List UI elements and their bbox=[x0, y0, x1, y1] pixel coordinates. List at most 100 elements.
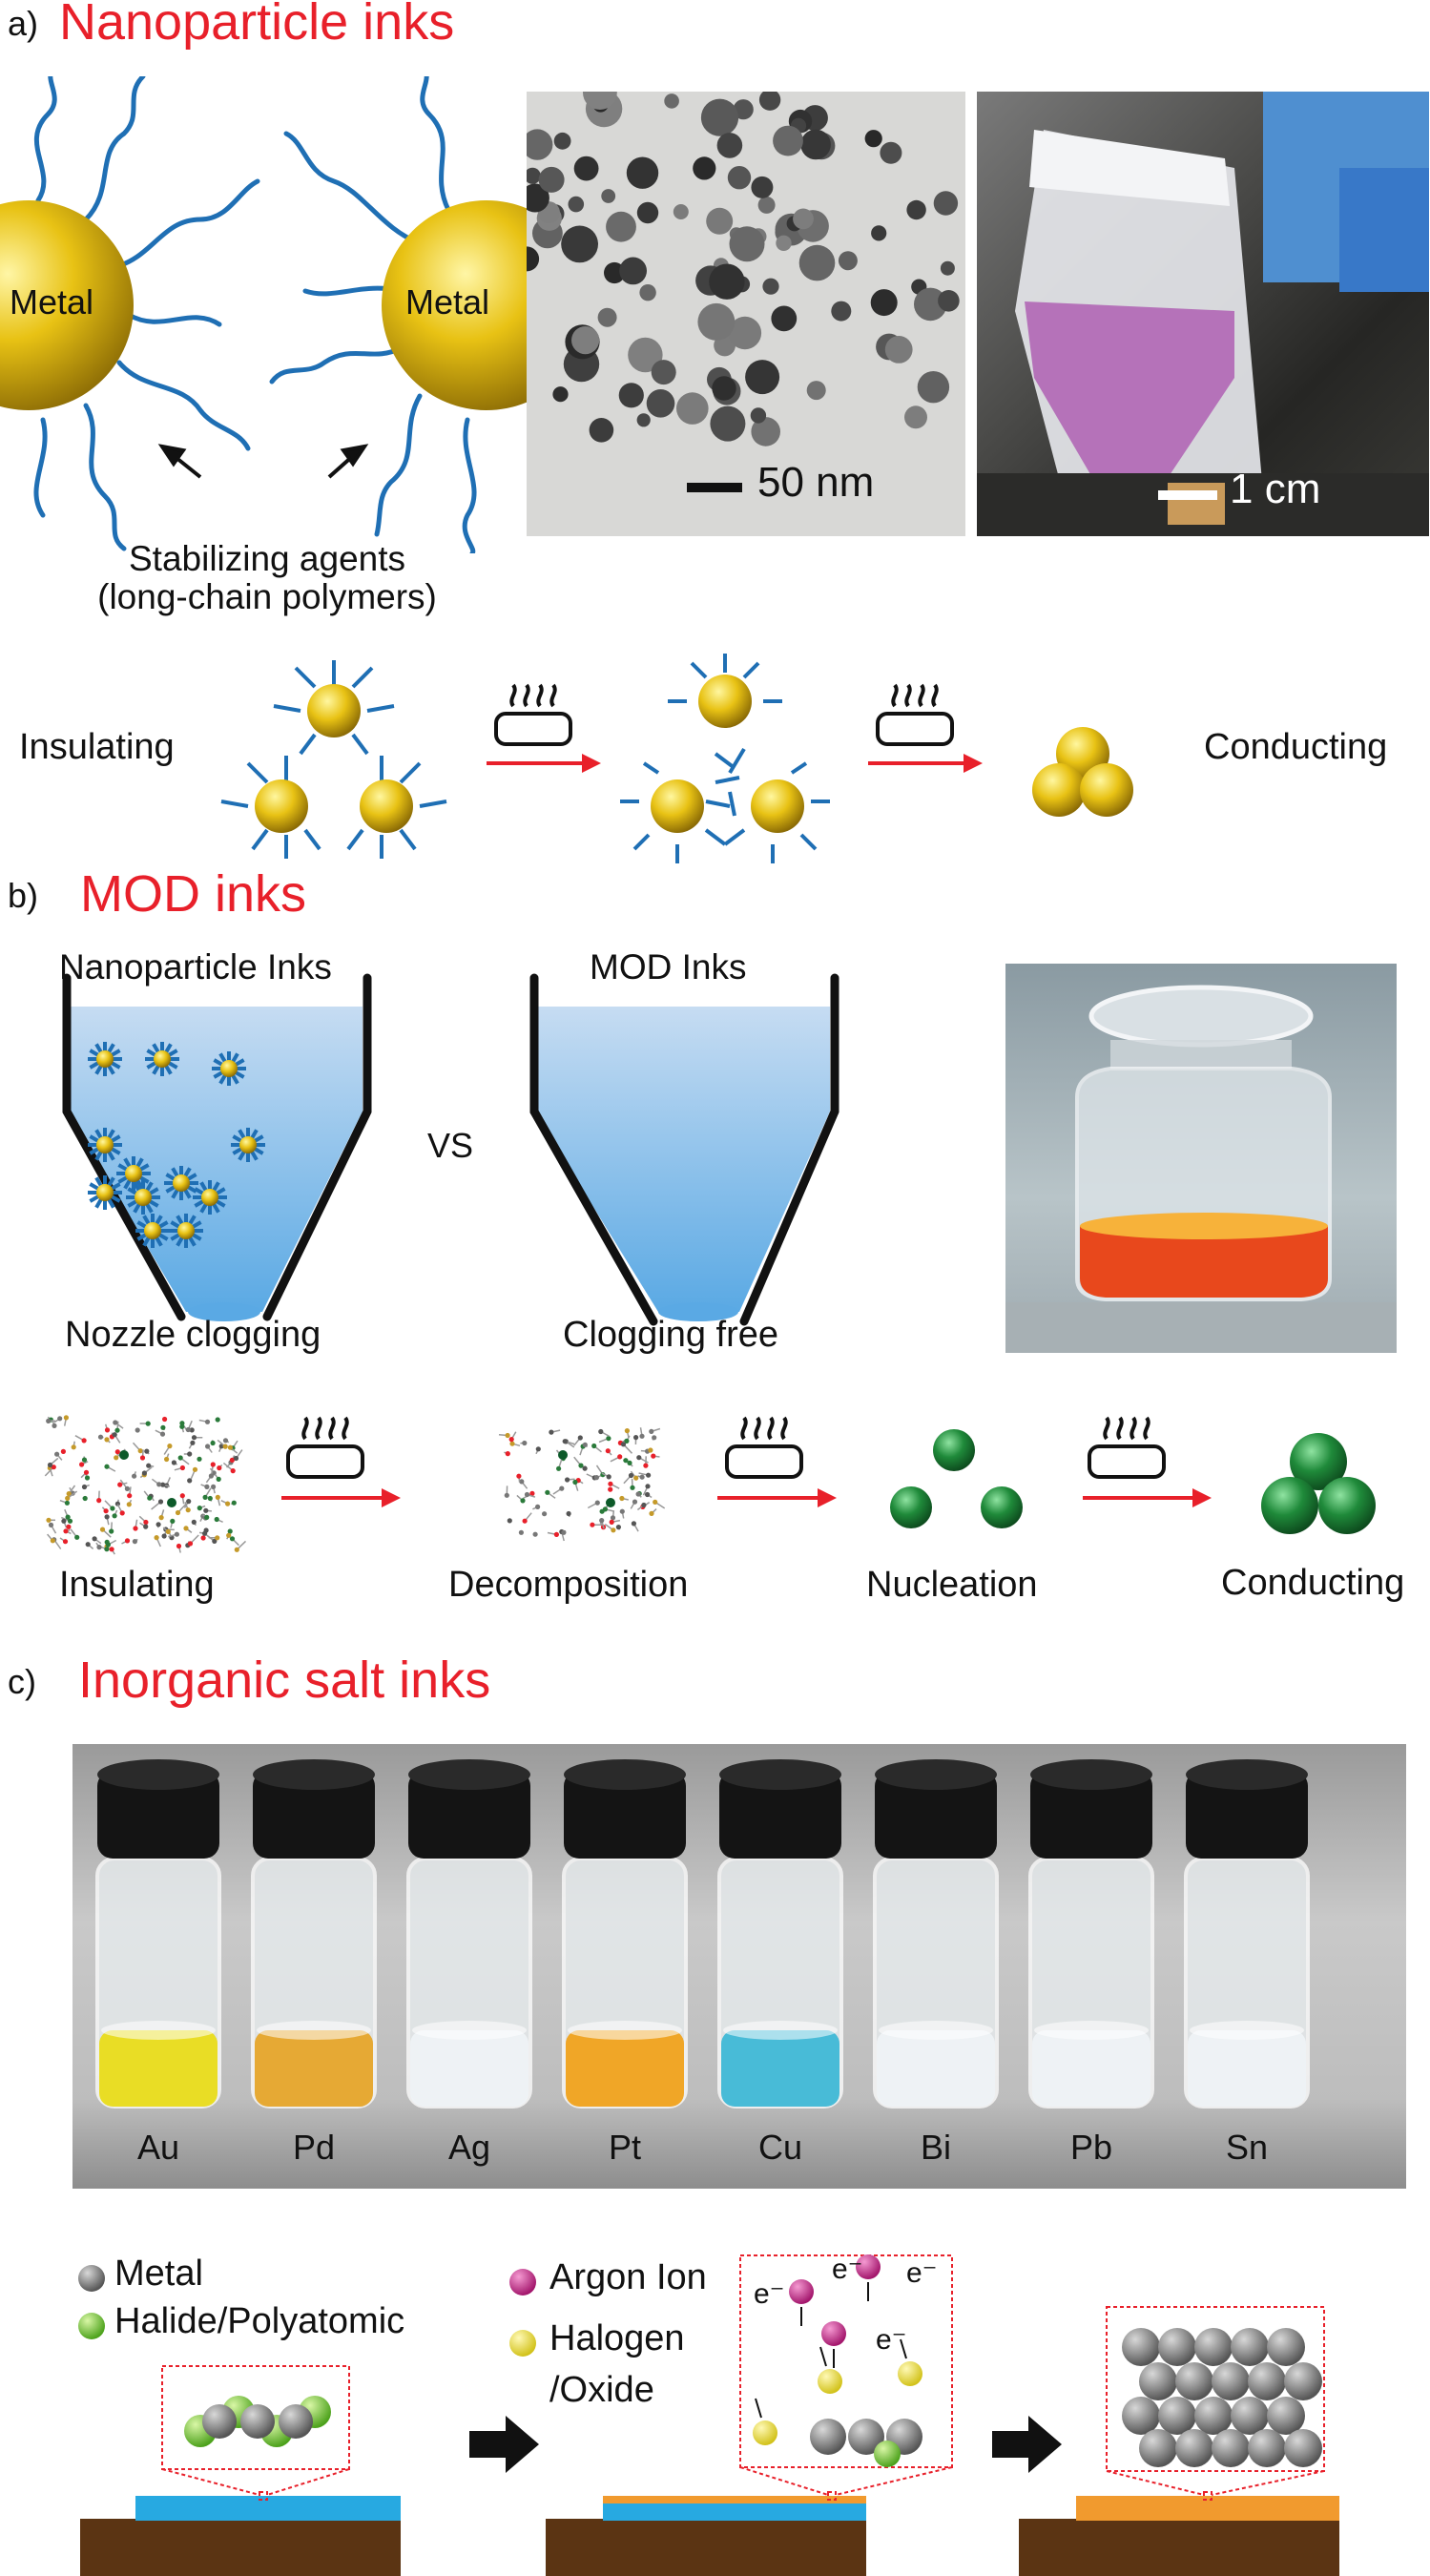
metal-atom bbox=[1175, 2429, 1213, 2467]
atom bbox=[50, 1538, 55, 1544]
atom bbox=[504, 1492, 509, 1498]
tem-particle bbox=[568, 196, 585, 213]
atom bbox=[639, 1474, 645, 1480]
atom bbox=[187, 1541, 194, 1547]
atom bbox=[147, 1495, 153, 1501]
atom bbox=[67, 1518, 73, 1524]
panel-c-letter: c) bbox=[8, 1662, 36, 1701]
atom bbox=[54, 1451, 60, 1457]
tem-particle bbox=[751, 417, 780, 447]
stabilizer-label-line1: Stabilizing agents bbox=[128, 539, 406, 578]
atom bbox=[598, 1428, 604, 1435]
atom bbox=[179, 1465, 185, 1471]
atom bbox=[197, 1456, 202, 1462]
panel-b-title: MOD inks bbox=[80, 865, 307, 923]
tem-particle bbox=[709, 263, 745, 300]
atom bbox=[559, 1485, 565, 1491]
atom bbox=[214, 1516, 219, 1523]
tem-particle bbox=[706, 207, 734, 235]
atom bbox=[645, 1491, 651, 1498]
argon-ion bbox=[856, 2254, 881, 2279]
metal-atom bbox=[1248, 2362, 1286, 2400]
atom bbox=[230, 1468, 236, 1474]
tem-image: 50 nm bbox=[527, 92, 965, 536]
atom bbox=[124, 1485, 130, 1491]
metal-center bbox=[606, 1498, 615, 1507]
tem-particle bbox=[716, 133, 743, 158]
tem-particle bbox=[618, 383, 644, 408]
photo-scale-label: 1 cm bbox=[1230, 466, 1321, 512]
tem-particle bbox=[561, 225, 598, 263]
metal-atom bbox=[1122, 2328, 1160, 2366]
atom bbox=[155, 1522, 161, 1527]
atom bbox=[192, 1466, 198, 1472]
atom bbox=[71, 1444, 76, 1450]
nanoparticle bbox=[154, 1050, 171, 1068]
vial-cap-top bbox=[253, 1759, 375, 1790]
tem-particle bbox=[880, 141, 902, 164]
metal-atom bbox=[1267, 2328, 1305, 2366]
atom bbox=[508, 1437, 514, 1443]
right-funnel-caption: Clogging free bbox=[563, 1315, 779, 1355]
panel-a-title: Nanoparticle inks bbox=[59, 0, 455, 51]
atom bbox=[591, 1443, 597, 1449]
halogen-atom bbox=[818, 2369, 842, 2394]
atom bbox=[522, 1518, 528, 1524]
atom bbox=[81, 1484, 88, 1490]
atom bbox=[104, 1427, 111, 1433]
stage1-halide-chain bbox=[184, 2396, 331, 2447]
atom bbox=[532, 1531, 538, 1537]
vial-liquid bbox=[721, 2030, 839, 2107]
atom bbox=[524, 1491, 530, 1498]
metal-atom bbox=[1194, 2328, 1233, 2366]
atom bbox=[215, 1494, 220, 1500]
liquid-meniscus bbox=[1190, 2021, 1304, 2040]
atom bbox=[84, 1475, 91, 1481]
tem-scale-label: 50 nm bbox=[757, 459, 875, 506]
vial bbox=[251, 1759, 377, 2109]
atom bbox=[164, 1456, 170, 1463]
atom bbox=[652, 1435, 657, 1441]
atom bbox=[229, 1457, 235, 1463]
panel-a-flow-diagram bbox=[220, 654, 1133, 863]
tem-particle bbox=[626, 156, 659, 189]
atom bbox=[104, 1464, 110, 1469]
atom bbox=[202, 1494, 208, 1500]
tem-particle bbox=[831, 301, 852, 322]
atom bbox=[545, 1489, 550, 1495]
stage2-plasma-bombardment: e⁻e⁻e⁻e⁻ bbox=[753, 2254, 938, 2467]
tem-particle bbox=[553, 132, 571, 150]
clustered-nanoparticles bbox=[88, 1042, 265, 1248]
tem-particle bbox=[906, 199, 926, 220]
tem-particle bbox=[757, 196, 776, 214]
atom bbox=[133, 1526, 138, 1531]
tem-particle bbox=[938, 290, 960, 312]
legend-markers-middle bbox=[509, 2269, 536, 2357]
vial-liquid bbox=[410, 2030, 528, 2107]
ink-tube-photo: 1 cm bbox=[977, 92, 1429, 536]
tem-particle bbox=[697, 302, 736, 341]
flow-b-conducting: Conducting bbox=[1221, 1563, 1405, 1603]
atom bbox=[210, 1440, 216, 1446]
tem-particle bbox=[527, 129, 553, 160]
atom bbox=[113, 1420, 118, 1425]
mod-vial-illustration bbox=[1005, 985, 1397, 1353]
atom bbox=[217, 1465, 222, 1471]
liquid-meniscus bbox=[879, 2021, 993, 2040]
atom bbox=[505, 1432, 510, 1439]
process-arrow-2 bbox=[992, 2416, 1062, 2473]
vial bbox=[1028, 1759, 1154, 2109]
atom bbox=[205, 1444, 211, 1449]
tem-particle bbox=[773, 125, 803, 156]
atom bbox=[600, 1472, 606, 1478]
legend-argon-label: Argon Ion bbox=[549, 2257, 707, 2297]
atom bbox=[109, 1528, 114, 1534]
metal-atom bbox=[1267, 2397, 1305, 2435]
atom bbox=[165, 1528, 171, 1534]
atom bbox=[610, 1515, 616, 1521]
tem-particle bbox=[601, 189, 616, 203]
panel-b-letter: b) bbox=[8, 876, 39, 915]
atom bbox=[211, 1484, 217, 1489]
atom bbox=[137, 1448, 143, 1454]
nanoparticle bbox=[96, 1136, 114, 1153]
